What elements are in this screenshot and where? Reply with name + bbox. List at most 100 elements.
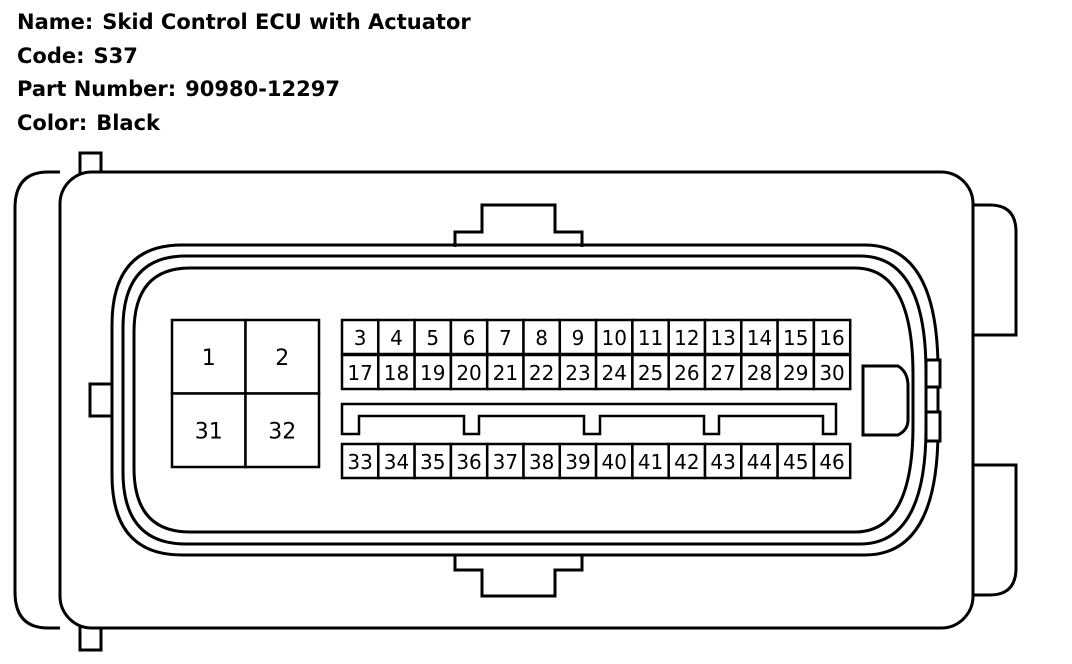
cavity-outline-middle <box>121 254 928 546</box>
connector-name: Skid Control ECU with Actuator <box>102 10 471 34</box>
name-line: Name: Skid Control ECU with Actuator <box>17 8 471 42</box>
pin-cell-1 <box>170 318 247 395</box>
pin-label: 15 <box>783 326 808 350</box>
pin-label: 37 <box>493 450 518 474</box>
right-latch-window <box>861 364 910 437</box>
pin-cell-10 <box>594 318 634 356</box>
pin-cell-19 <box>413 353 453 391</box>
pin-cell-29 <box>776 353 816 391</box>
pin-label: 40 <box>602 450 627 474</box>
cavity-outline-outer <box>110 243 940 557</box>
color-line: Color:Black <box>17 109 471 143</box>
pin-label: 39 <box>565 450 590 474</box>
right-latch-lower <box>973 463 1018 597</box>
pin-cell-11 <box>631 318 670 356</box>
top-key <box>453 203 584 247</box>
pin-label: 14 <box>747 326 772 350</box>
pin-label: 43 <box>710 450 735 474</box>
pin-label: 32 <box>268 419 296 444</box>
pin-label: 41 <box>638 450 663 474</box>
pin-cell-25 <box>631 353 670 391</box>
pin-cell-37 <box>485 442 525 480</box>
polarizing-rib <box>340 402 838 436</box>
housing-left-end <box>13 170 60 630</box>
pin-label: 17 <box>347 361 372 385</box>
pin-cell-2 <box>244 318 321 395</box>
right-nub-upper <box>924 358 942 389</box>
code-line: Code: S37 <box>17 42 471 76</box>
pin-cell-39 <box>558 442 598 480</box>
connector-info: Name: Skid Control ECU with Actuator Code… <box>17 8 471 142</box>
pin-cell-34 <box>377 442 416 480</box>
pin-label: 36 <box>456 450 481 474</box>
pin-cell-45 <box>776 442 816 480</box>
pin-cell-31 <box>170 392 247 469</box>
name-label: Name: <box>17 10 94 34</box>
code-label: Code: <box>17 43 85 68</box>
pin-label: 44 <box>747 450 772 474</box>
color-label: Color: <box>17 110 88 135</box>
pin-label: 22 <box>529 361 554 385</box>
pin-label: 12 <box>674 326 699 350</box>
pin-label: 28 <box>747 361 772 385</box>
pin-label: 8 <box>535 326 548 350</box>
pin-label: 11 <box>638 326 663 350</box>
pin-label: 31 <box>195 419 223 444</box>
right-nub-lower <box>924 410 942 443</box>
pin-label: 10 <box>602 326 627 350</box>
pin-cell-41 <box>631 442 670 480</box>
pin-label: 35 <box>420 450 445 474</box>
pin-cell-38 <box>522 442 562 480</box>
part-number: 90980-12297 <box>185 77 340 101</box>
pin-label: 45 <box>783 450 808 474</box>
pin-label: 9 <box>572 326 585 350</box>
pin-label: 38 <box>529 450 554 474</box>
pin-label: 23 <box>565 361 590 385</box>
pin-label: 42 <box>674 450 699 474</box>
pin-label: 20 <box>456 361 481 385</box>
pin-cell-35 <box>413 442 453 480</box>
pin-cell-44 <box>740 442 779 480</box>
pin-cell-28 <box>740 353 779 391</box>
pin-cell-16 <box>812 318 852 356</box>
pin-cell-46 <box>812 442 852 480</box>
pin-label: 26 <box>674 361 699 385</box>
pin-label: 5 <box>426 326 439 350</box>
left-locator-nub <box>88 382 114 418</box>
pin-label: 16 <box>819 326 844 350</box>
right-latch-upper <box>973 203 1018 337</box>
pin-cell-43 <box>703 442 743 480</box>
pin-label: 27 <box>710 361 735 385</box>
cavity-outline-inner <box>132 266 915 534</box>
pin-cell-4 <box>377 318 416 356</box>
pin-label: 46 <box>819 450 844 474</box>
pin-label: 21 <box>493 361 518 385</box>
pin-cell-21 <box>485 353 525 391</box>
pin-label: 2 <box>275 346 289 371</box>
pin-label: 18 <box>384 361 409 385</box>
pin-cell-30 <box>812 353 852 391</box>
pin-label: 4 <box>390 326 403 350</box>
pin-cell-32 <box>244 392 321 469</box>
pin-label: 34 <box>384 450 409 474</box>
pin-label: 13 <box>710 326 735 350</box>
pin-label: 7 <box>499 326 512 350</box>
part-number-line: Part Number: 90980-12297 <box>17 75 471 109</box>
connector-code: S37 <box>93 43 138 68</box>
pin-label: 6 <box>463 326 476 350</box>
pin-label: 25 <box>638 361 663 385</box>
pin-cell-7 <box>485 318 525 356</box>
pin-cell-9 <box>558 318 598 356</box>
housing-body <box>58 170 975 630</box>
pin-cell-27 <box>703 353 743 391</box>
part-number-label: Part Number: <box>17 77 177 101</box>
pin-label: 29 <box>783 361 808 385</box>
pin-label: 3 <box>354 326 367 350</box>
pin-label: 19 <box>420 361 445 385</box>
pin-cell-13 <box>703 318 743 356</box>
pin-label: 30 <box>819 361 844 385</box>
pin-label: 33 <box>347 450 372 474</box>
